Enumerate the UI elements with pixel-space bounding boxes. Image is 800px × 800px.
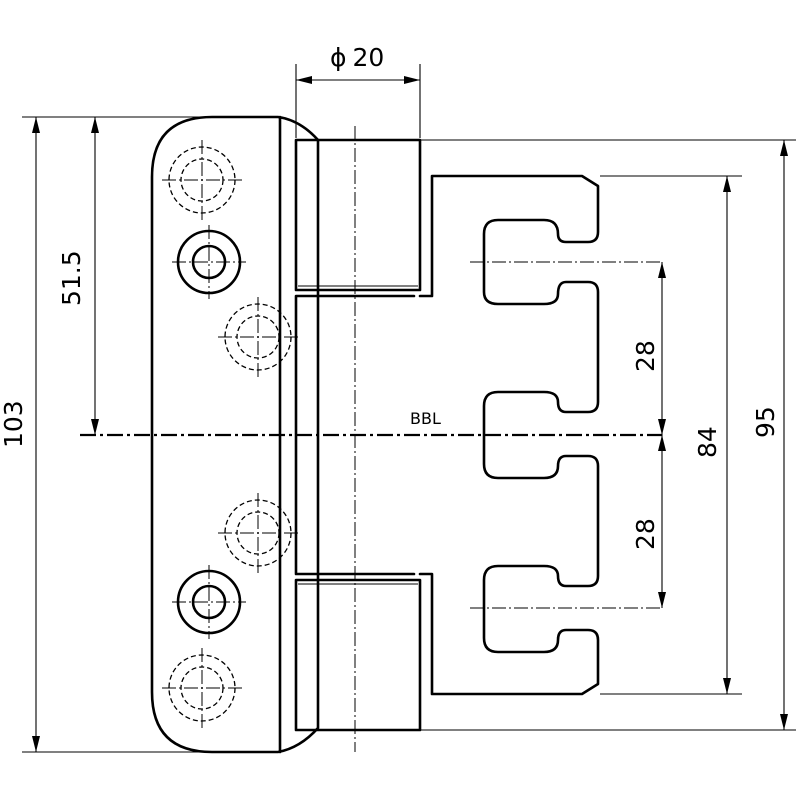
barrel-lower-knuckle — [294, 578, 422, 732]
barrel-middle-section — [294, 294, 416, 576]
dimension-28-lower-label: 28 — [631, 518, 660, 550]
hidden-screw-upper-middle — [218, 297, 298, 377]
dimension-84-label: 84 — [693, 426, 722, 458]
hidden-screw-bottom — [162, 648, 242, 728]
dimension-103-label: 103 — [0, 400, 28, 448]
dimension-28-upper-label: 28 — [631, 340, 660, 372]
bbl-label: BBL — [410, 409, 441, 428]
adjustment-wing — [418, 174, 662, 696]
screw-hole-lower — [172, 565, 246, 639]
dimension-center-offset: 51.5 — [57, 117, 99, 435]
dimension-wing-height: 95 — [420, 139, 796, 731]
barrel-upper-knuckle — [294, 138, 422, 292]
diameter-value: 20 — [353, 43, 385, 72]
dimension-pitch-lower: 28 — [631, 435, 666, 608]
dimension-slot-span: 84 — [600, 175, 742, 695]
adjustment-wing-outline — [418, 174, 600, 696]
hinge-barrel — [294, 126, 422, 752]
bbl-reference: BBL — [80, 409, 662, 437]
hidden-screw-lower-middle — [218, 493, 298, 573]
dimension-51-5-label: 51.5 — [57, 250, 86, 306]
svg-text:ϕ20: ϕ20 — [330, 43, 384, 72]
hidden-screw-top — [162, 140, 242, 220]
dimension-pitch-upper: 28 — [631, 262, 666, 435]
screw-hole-upper — [172, 225, 246, 299]
dimension-95-label: 95 — [751, 406, 780, 438]
dimension-overall-height: 103 — [0, 116, 212, 753]
diameter-symbol: ϕ — [330, 43, 347, 72]
screw-holes — [162, 140, 298, 728]
